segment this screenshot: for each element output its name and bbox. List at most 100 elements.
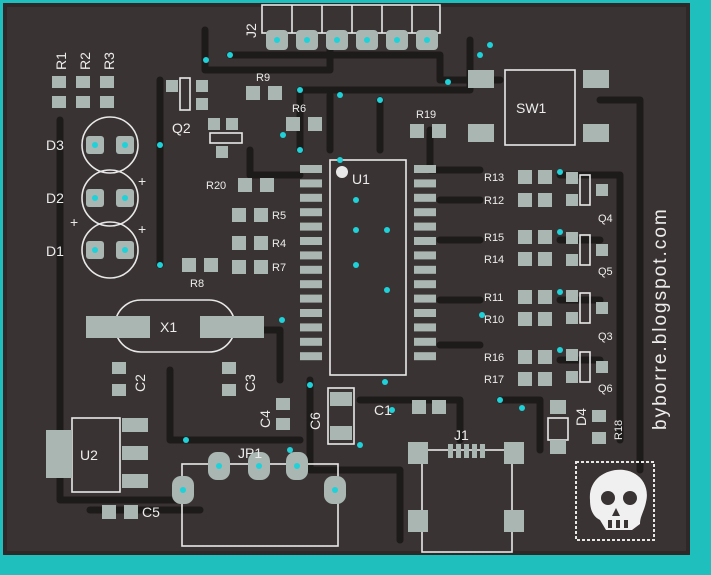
u1-pin-left: [300, 280, 322, 289]
via: [557, 289, 563, 295]
diode-d4-r18: [547, 400, 606, 454]
label-r9: R9: [256, 72, 270, 84]
label-jp1: JP1: [238, 445, 262, 461]
via: [557, 229, 563, 235]
via: [497, 397, 503, 403]
label-r14: R14: [484, 254, 504, 266]
via: [479, 312, 485, 318]
label-q6: Q6: [598, 383, 613, 395]
via: [280, 132, 286, 138]
u1-pin-left: [300, 265, 322, 274]
u1-pin-right: [414, 309, 436, 317]
label-plus-d3: +: [138, 173, 146, 189]
label-r5: R5: [272, 210, 286, 222]
label-r18: R18: [613, 420, 625, 440]
label-d2: D2: [46, 190, 64, 206]
u1-pin-right: [414, 179, 436, 188]
label-plus-d2: +: [138, 221, 146, 237]
cap-c5: [102, 505, 138, 519]
resistors-left: [182, 178, 274, 274]
via: [287, 447, 293, 453]
via: [519, 405, 525, 411]
via: [357, 442, 363, 448]
label-r11: R11: [484, 292, 503, 304]
crystal-x1: [86, 299, 264, 353]
via: [157, 142, 163, 148]
label-r3: R3: [101, 52, 117, 70]
via: [382, 379, 388, 385]
via: [384, 227, 390, 233]
via: [353, 227, 359, 233]
u1-pin-left: [300, 251, 322, 260]
label-r1: R1: [53, 52, 69, 70]
u1-pin-right: [414, 323, 436, 332]
label-r13: R13: [484, 172, 504, 184]
label-c5: C5: [142, 504, 160, 520]
label-r8: R8: [190, 278, 204, 290]
header-jp1: [172, 452, 346, 547]
label-r15: R15: [484, 232, 504, 244]
via: [337, 92, 343, 98]
u1-pin-right: [414, 294, 436, 303]
resistors-r1-r3: [52, 76, 114, 108]
label-c1: C1: [374, 402, 392, 418]
skull-logo-icon: [575, 461, 655, 541]
label-r2: R2: [77, 52, 93, 70]
ic-u1: [300, 159, 436, 376]
label-j2: J2: [243, 23, 259, 38]
label-u1: U1: [352, 171, 370, 187]
via: [389, 407, 395, 413]
label-r10: R10: [484, 314, 504, 326]
u1-pin-right: [414, 251, 436, 260]
label-d1: D1: [46, 243, 64, 259]
label-j1: J1: [454, 427, 469, 443]
label-r19: R19: [416, 109, 436, 121]
label-c6: C6: [307, 412, 323, 430]
pcb-board: [5, 5, 688, 553]
u1-pin-right: [414, 193, 436, 202]
u1-pin-left: [300, 222, 322, 231]
label-r17: R17: [484, 374, 504, 386]
label-q3: Q3: [598, 331, 613, 343]
regulator-u2: [46, 417, 148, 493]
via: [487, 42, 493, 48]
via: [377, 97, 383, 103]
label-r16: R16: [484, 352, 504, 364]
connector-j1: [408, 442, 524, 553]
via: [557, 169, 563, 175]
label-q4: Q4: [598, 213, 613, 225]
label-q2: Q2: [172, 120, 191, 136]
u1-pin-left: [300, 165, 322, 173]
label-u2: U2: [80, 447, 98, 463]
u1-pin-left: [300, 337, 322, 346]
u1-pin-left: [300, 323, 322, 332]
resistors-top: [246, 86, 446, 138]
u1-pin-left: [300, 179, 322, 188]
label-plus-d1: +: [70, 214, 78, 230]
label-d3: D3: [46, 137, 64, 153]
label-r4: R4: [272, 238, 286, 250]
u1-pin-right: [414, 265, 436, 274]
via: [353, 262, 359, 268]
via: [477, 52, 483, 58]
u1-pin-left: [300, 237, 322, 245]
caps-c2-c3: [112, 362, 236, 396]
u1-pin-left: [300, 294, 322, 303]
via: [227, 52, 233, 58]
via: [384, 287, 390, 293]
via: [307, 382, 313, 388]
u1-pin-left: [300, 309, 322, 317]
u1-pin-right: [414, 165, 436, 173]
via: [445, 79, 451, 85]
transistor-q2: [166, 77, 243, 158]
via: [203, 57, 209, 63]
label-r6: R6: [292, 103, 306, 115]
u1-pin-right: [414, 337, 436, 346]
transistors-q3-q6: [566, 172, 608, 383]
u1-pin-left: [300, 193, 322, 202]
via: [557, 347, 563, 353]
u1-pin-left: [300, 208, 322, 217]
u1-pin-right: [414, 237, 436, 245]
